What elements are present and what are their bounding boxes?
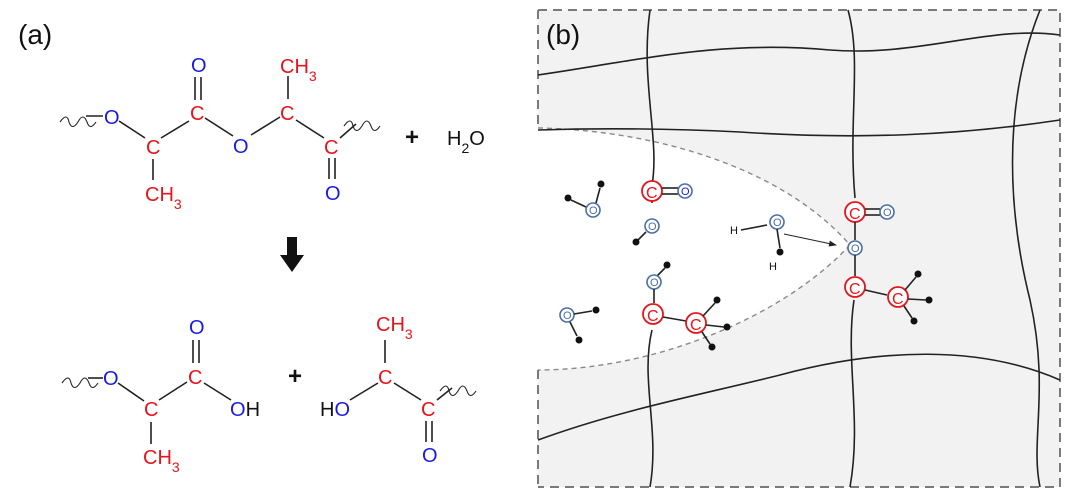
polymer-chain-8 [1011,9,1041,488]
nucleophilic-attack-arrow [783,233,837,247]
ester-carbonyl-oxygen-label: O [883,207,892,219]
chain-break-left-reactant [59,116,97,128]
product2-right-carbon: C [421,399,435,421]
panel-a: (a) O C CH3 C O O C CH3 C O [18,19,485,475]
ester-linkage: C O O C C [844,201,933,325]
reactant-carbonyl-carbon: C [190,103,204,125]
reactant-polylactide: O C CH3 C O O C CH3 C O [59,55,381,212]
attacking-water-h-bottom: H [769,261,777,273]
product2-carbon: C [378,367,392,389]
polymer-chains [537,9,1061,488]
fragment-methyl-carbon-label: C [690,317,702,334]
product1-alpha-methyl: CH3 [143,447,180,475]
ester-carbonyl-carbon-label: C [849,206,861,223]
reaction-arrow [280,237,304,272]
product1-acid-oxygen: O [189,317,205,339]
water2-oxygen-label: O [563,310,572,322]
reactant-right-carbon: C [324,137,338,159]
product-carboxylic-acid: O C CH3 C O OH [61,317,260,475]
plus-sign-products: + [288,363,302,390]
reactant-carbonyl-oxygen: O [191,55,207,77]
attacking-water-oxygen-label: O [773,217,782,229]
water-molecule-left-2: O [559,306,600,344]
polymer-chain-5 [647,329,654,488]
polymer-chain-7 [849,299,856,488]
fragment-alcohol-oxygen-label: O [650,277,659,289]
polymer-chain-4 [646,9,655,186]
reactant-beta-methyl: CH3 [280,56,317,84]
fragment-carbonyl-carbon-atom [641,180,663,202]
chain-break-right-product [439,385,477,397]
product1-hydroxyl: OH [230,399,260,421]
reactant-ester-oxygen: O [233,136,249,158]
water-molecule: H2O [447,128,485,156]
polymer-chain-3 [537,353,1061,441]
fragment-hydroxyl-oxygen-label: O [648,221,657,233]
reactant-beta-carbon: C [280,103,294,125]
ester-bridging-oxygen-label: O [851,243,860,255]
panel-b: C O O O C C [537,9,1061,488]
panel-a-label: (a) [18,19,52,50]
product1-acid-carbon: C [188,367,202,389]
polymer-chain-1 [537,32,1061,76]
plus-sign-reactants: + [405,124,419,151]
ester-alpha-carbon-label: C [849,281,861,298]
ester-methyl-carbon-label: C [892,291,904,308]
reactant-right-oxygen: O [325,183,341,205]
product2-methyl: CH3 [376,314,413,342]
fragment-carbonyl-carbon-label: C [646,185,658,202]
fragment-left-bottom: O C C [642,261,731,351]
panel-b-label: (b) [546,19,580,50]
polymer-chain-6 [847,9,856,199]
attacking-water-molecule: H O H [730,214,837,273]
product1-alpha-carbon: C [144,399,158,421]
product2-hydroxyl: HO [320,399,350,421]
panel-b-frame-top [538,9,1061,488]
fragment-carbonyl-oxygen-atom [677,183,693,199]
attacking-water-h-top: H [730,225,738,237]
water-molecule-left-1: O [564,180,605,218]
chain-break-left-product [61,377,99,389]
product1-left-oxygen: O [103,368,119,390]
fragment-carbonyl-oxygen-label: O [681,186,690,198]
reactant-left-oxygen: O [104,107,120,129]
water1-oxygen-label: O [589,205,598,217]
product2-right-oxygen: O [422,445,438,467]
polymer-chain-2 [537,119,1061,137]
chain-break-right-reactant [343,120,381,132]
product-alcohol: HO C CH3 C O [320,314,477,467]
fragment-left-top: C O O [632,180,693,246]
fragment-alcohol-carbon-label: C [647,308,659,325]
reactant-alpha-methyl: CH3 [145,184,182,212]
reactant-alpha-carbon: C [146,137,160,159]
